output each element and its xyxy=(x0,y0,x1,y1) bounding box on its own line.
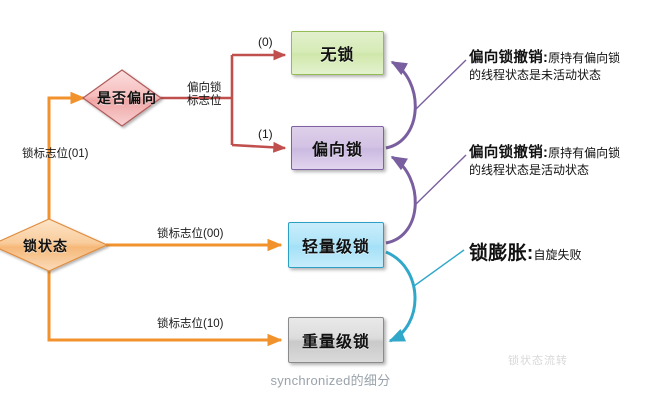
edge-label-lock-flag-01: 锁标志位(01) xyxy=(22,148,89,160)
annotation-lock-inflation: 锁膨胀:自旋失败 xyxy=(469,243,654,264)
diagram-caption: synchronized的细分 xyxy=(270,373,391,388)
decision-lock-state xyxy=(0,218,109,272)
annotation-line1: 锁膨胀:自旋失败 xyxy=(469,243,654,264)
state-node-heavyweight-lock[interactable]: 重量级锁 xyxy=(288,317,384,363)
leader-line-annotation-2 xyxy=(414,154,467,206)
annotation-title: 偏向锁撤销: xyxy=(469,50,549,66)
leader-line-annotation-3 xyxy=(413,249,465,287)
edge-label-branch-zero: (0) xyxy=(258,35,273,49)
edge-label-lock-flag-10: 锁标志位(10) xyxy=(157,318,224,330)
annotation-desc-line1: 自旋失败 xyxy=(533,248,582,262)
annotation-desc-line2: 的线程状态是活动状态 xyxy=(469,163,590,177)
state-node-label: 重量级锁 xyxy=(301,334,370,351)
edge-biascheck-split xyxy=(160,49,287,153)
state-node-lightweight-lock[interactable]: 轻量级锁 xyxy=(288,222,384,268)
watermark: 锁状态流转 xyxy=(508,355,568,367)
edge-lockstate-to-biascheck xyxy=(47,91,86,228)
state-node-no-lock[interactable]: 无锁 xyxy=(291,31,384,75)
annotation-line1: 偏向锁撤销:原持有偏向锁 xyxy=(469,144,654,162)
edge-lightlock-to-heavylock xyxy=(385,250,417,343)
edge-label-bias-flag-line2: 标志位 xyxy=(187,95,222,107)
annotation-title: 偏向锁撤销: xyxy=(469,145,549,161)
state-node-label: 轻量级锁 xyxy=(301,239,370,256)
edge-biased-to-nolock xyxy=(385,60,417,150)
state-node-label: 无锁 xyxy=(320,47,355,64)
annotation-bias-revoke-active: 偏向锁撤销:原持有偏向锁 的线程状态是活动状态 xyxy=(469,144,654,179)
leader-line-annotation-1 xyxy=(414,59,467,111)
annotation-desc-line1: 原持有偏向锁 xyxy=(548,51,621,65)
annotation-line1: 偏向锁撤销:原持有偏向锁 xyxy=(469,49,654,67)
edge-label-branch-one: (1) xyxy=(258,127,273,141)
edge-lockstate-to-heavylock xyxy=(47,262,283,347)
annotation-desc-line2: 的线程状态是未活动状态 xyxy=(469,68,602,82)
decision-bias-check xyxy=(81,69,163,127)
decision-label-lock-state: 锁状态 xyxy=(23,238,68,254)
decision-label-bias-check: 是否偏向 xyxy=(97,90,157,106)
edge-label-bias-flag-line1: 偏向锁 xyxy=(187,82,222,94)
edge-lightlock-to-biased xyxy=(385,155,417,245)
edge-label-lock-flag-00: 锁标志位(00) xyxy=(157,228,224,240)
edge-label-bias-flag: 偏向锁 标志位 xyxy=(187,82,222,108)
state-node-biased-lock[interactable]: 偏向锁 xyxy=(291,126,384,170)
state-node-label: 偏向锁 xyxy=(311,142,363,159)
annotation-desc-line1: 原持有偏向锁 xyxy=(548,146,621,160)
annotation-title: 锁膨胀: xyxy=(469,243,534,264)
annotation-bias-revoke-inactive: 偏向锁撤销:原持有偏向锁 的线程状态是未活动状态 xyxy=(469,49,654,84)
